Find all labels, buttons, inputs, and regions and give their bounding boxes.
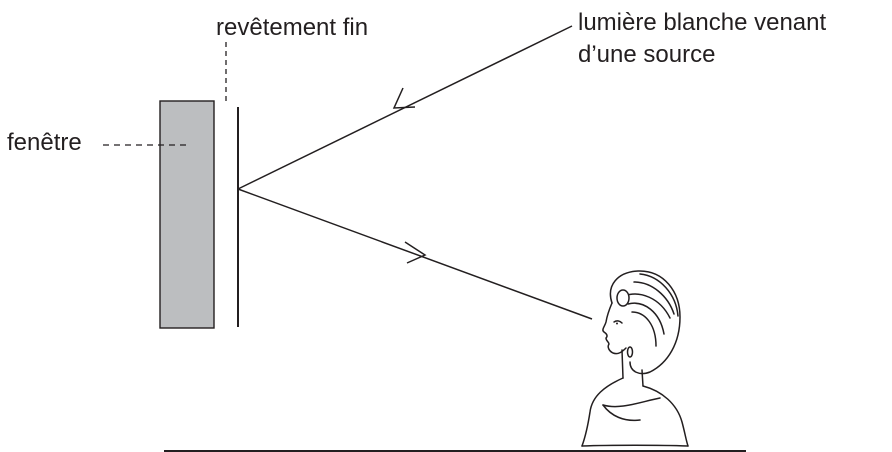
window-label: fenêtre (7, 129, 82, 156)
window-pane (159, 100, 215, 329)
reflected-ray (237, 188, 593, 320)
light-source-label-line1: lumière blanche venant (578, 9, 827, 36)
thin-coating-label: revêtement fin (216, 14, 369, 41)
incident-ray-arrowhead (392, 87, 416, 109)
observer-woman-icon (581, 270, 689, 447)
light-source-label-line2: d’une source (578, 41, 716, 68)
reflected-ray-arrowhead (404, 241, 427, 264)
